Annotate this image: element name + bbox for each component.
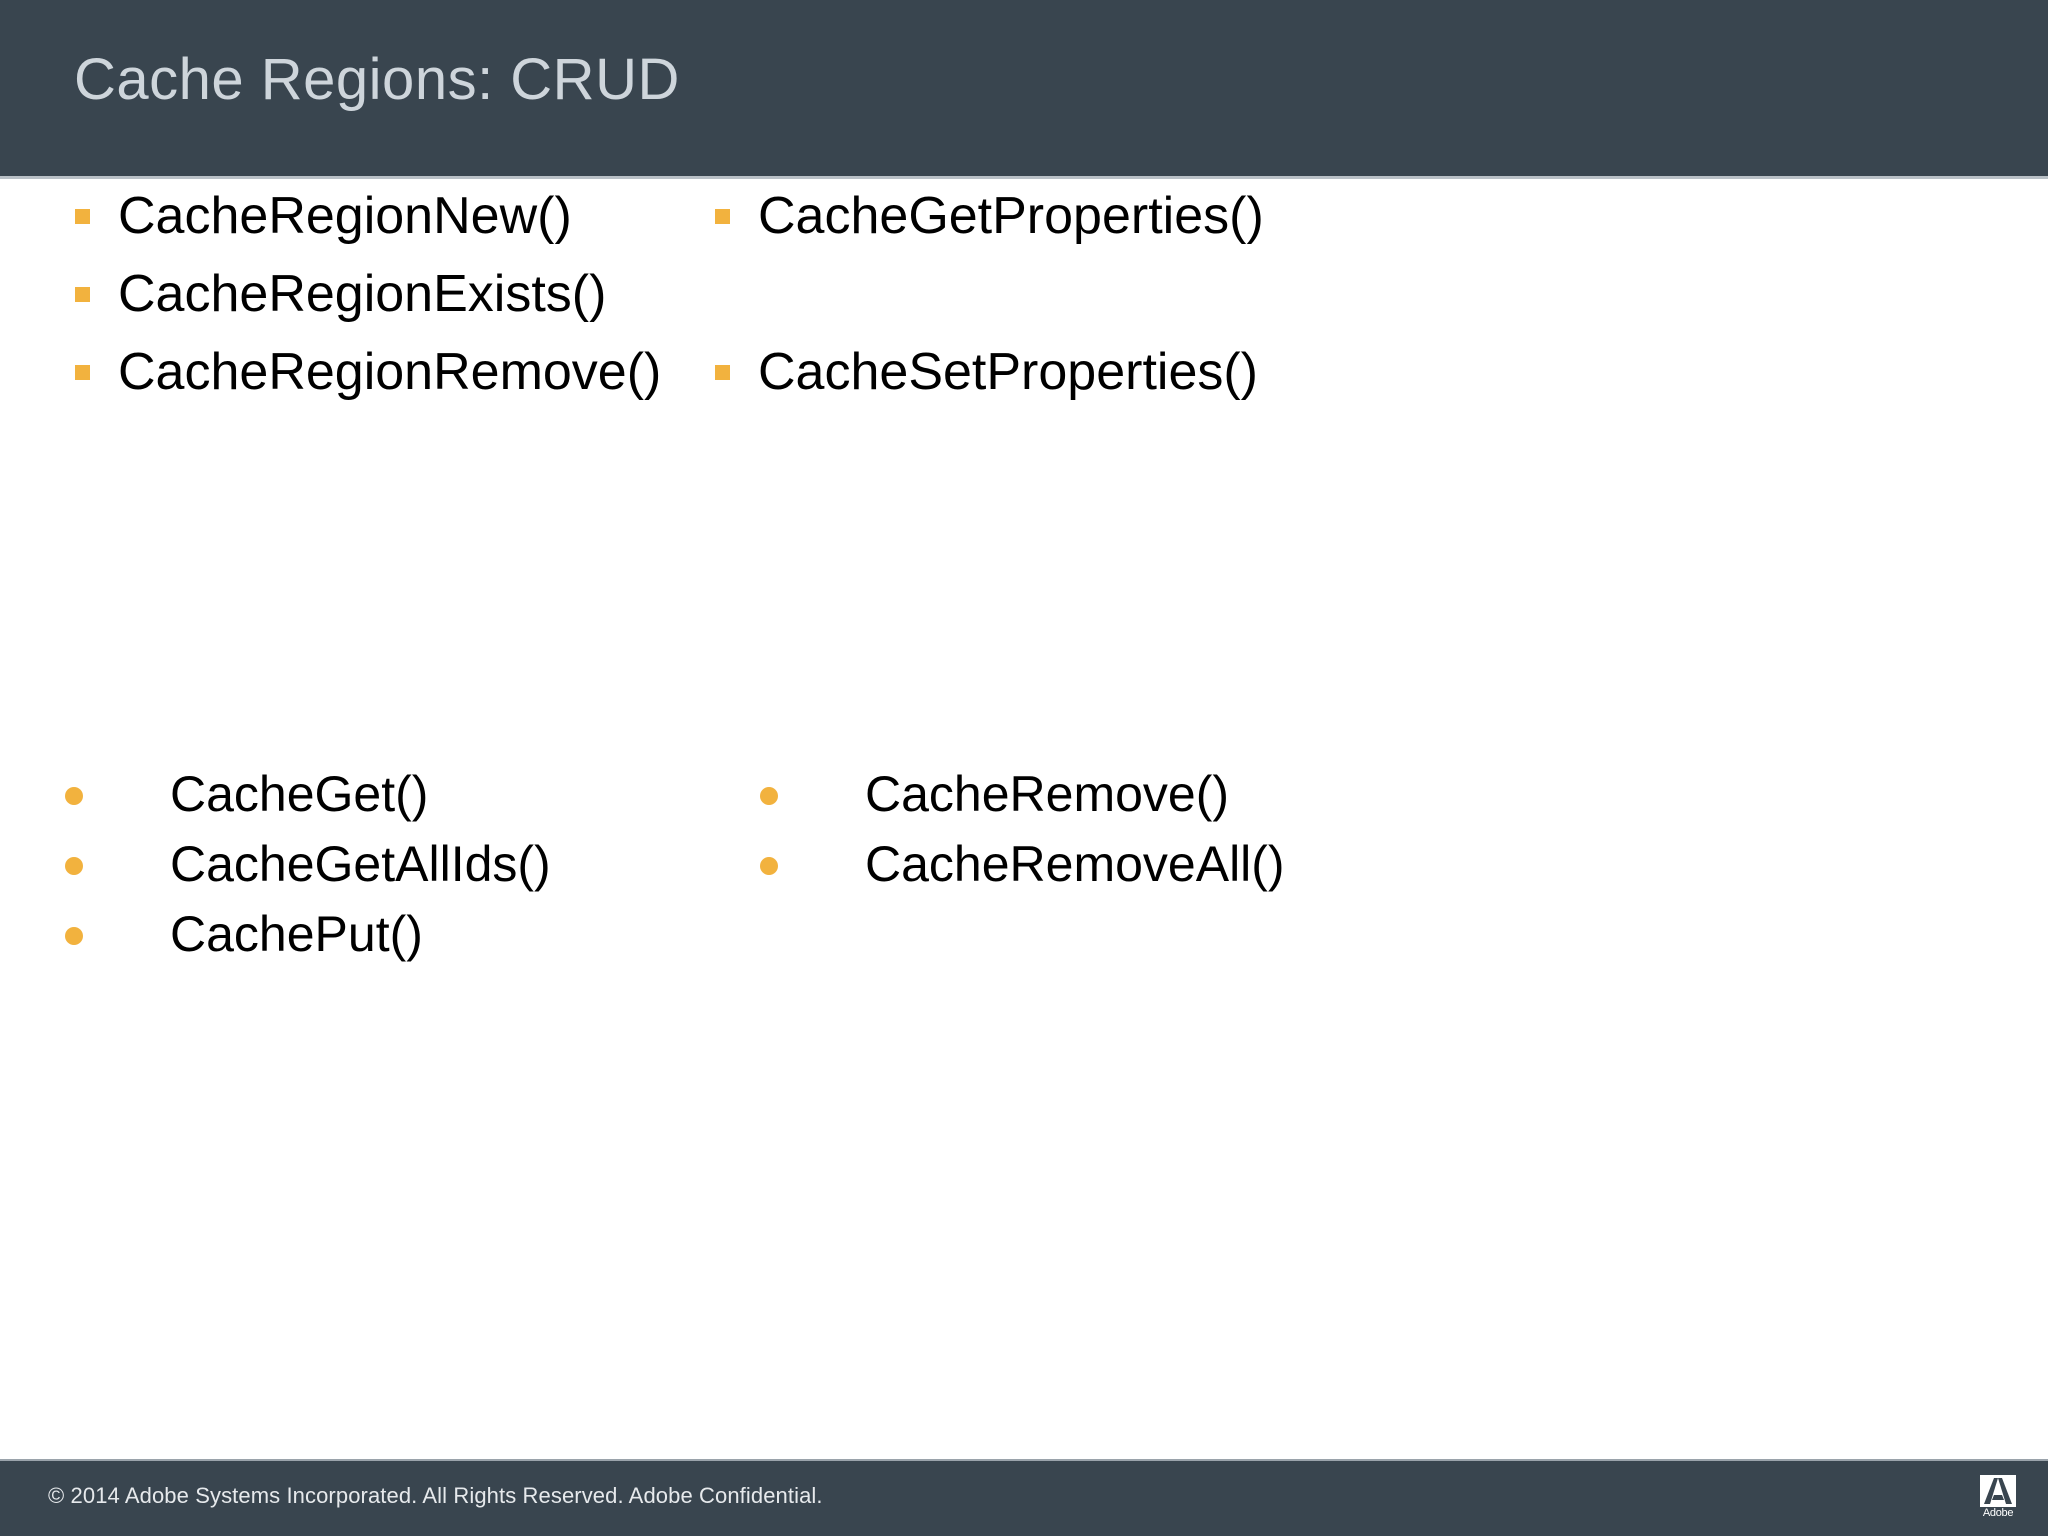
list-item: CacheRegionNew() (60, 179, 700, 253)
list-item-label: CacheRegionNew() (118, 187, 572, 245)
square-bullet-icon (75, 287, 90, 302)
cache-region-api-block: CacheRegionNew() CacheRegionExists() Cac… (0, 179, 2048, 639)
list-item-label: CacheGetAllIds() (170, 836, 551, 892)
list-item: CacheRegionExists() (60, 257, 700, 331)
round-bullet-icon (760, 787, 778, 805)
list-item: CacheGetAllIds() (60, 829, 960, 899)
list-item-label: CacheRegionRemove() (118, 343, 662, 401)
list-item-label: CacheSetProperties() (758, 343, 1258, 401)
round-bullet-icon (760, 857, 778, 875)
list-item-label: CacheRegionExists() (118, 265, 607, 323)
header-divider (0, 176, 2048, 179)
slide-footer: © 2014 Adobe Systems Incorporated. All R… (0, 1459, 2048, 1536)
footer-divider (0, 1459, 2048, 1461)
list-item-label: CachePut() (170, 906, 423, 962)
list-item-label: CacheGetProperties() (758, 187, 1264, 245)
list-item: CacheRegionRemove() (60, 335, 662, 409)
list-item: CachePut() (60, 899, 960, 969)
adobe-a-mark-icon (1980, 1475, 2016, 1507)
list-item-label: CacheRemoveAll() (865, 836, 1285, 892)
square-bullet-icon (75, 365, 90, 380)
round-bullet-icon (65, 857, 83, 875)
list-item: CacheGet() (60, 759, 960, 829)
copyright-text: © 2014 Adobe Systems Incorporated. All R… (48, 1483, 823, 1508)
list-item-label: CacheGet() (170, 766, 429, 822)
round-bullet-icon (65, 927, 83, 945)
slide-header: Cache Regions: CRUD (0, 0, 2048, 176)
slide-content: CacheRegionNew() CacheRegionExists() Cac… (0, 179, 2048, 1459)
list-item: CacheSetProperties() (700, 335, 1600, 409)
list-item: CacheGetProperties() (700, 179, 1600, 253)
square-bullet-icon (715, 365, 730, 380)
square-bullet-icon (715, 209, 730, 224)
page-title: Cache Regions: CRUD (74, 47, 680, 112)
adobe-logo: Adobe (1970, 1473, 2026, 1525)
round-bullet-icon (65, 787, 83, 805)
cache-item-api-right-column: CacheRemove() CacheRemoveAll() (755, 759, 1755, 899)
list-item-label: CacheRemove() (865, 766, 1230, 822)
cache-item-api-left-column: CacheGet() CacheGetAllIds() CachePut() (60, 759, 960, 969)
list-item: CacheRemoveAll() (755, 829, 1755, 899)
square-bullet-icon (75, 209, 90, 224)
adobe-wordmark: Adobe (1982, 1507, 2014, 1519)
list-item: CacheRemove() (755, 759, 1755, 829)
